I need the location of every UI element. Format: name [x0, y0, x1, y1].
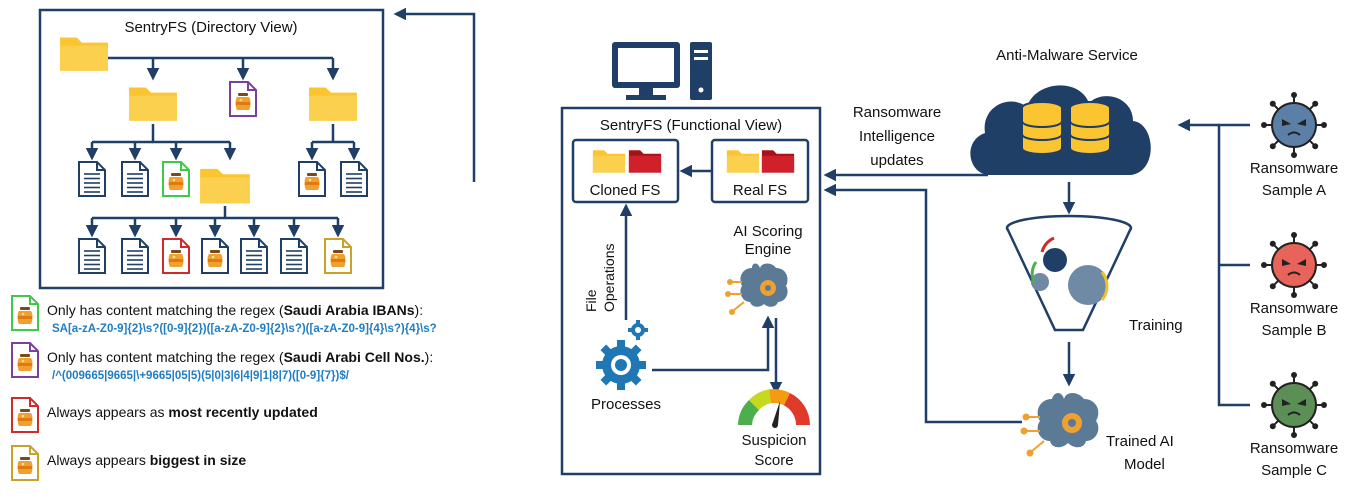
sample-label-line2: Sample C — [1261, 462, 1327, 479]
honeypot-file-icon — [162, 238, 190, 274]
document-icon — [121, 238, 149, 274]
honeypot-file-icon — [201, 238, 229, 274]
legend: Only has content matching the regex (Sau… — [11, 295, 437, 481]
legend-text: Only has content matching the regex (Sau… — [47, 349, 433, 365]
functional-view-title: SentryFS (Functional View) — [600, 117, 782, 134]
honeypot-file-icon — [11, 397, 39, 433]
functional-view-panel: SentryFS (Functional View) Cloned FS Rea… — [560, 42, 822, 476]
cloud-database-icon — [970, 85, 1151, 175]
honeypot-file-icon — [11, 342, 39, 378]
legend-item: Always appears biggest in size — [11, 445, 246, 481]
ai-scoring-label-line2: Engine — [745, 241, 792, 258]
training-label: Training — [1129, 317, 1183, 334]
directory-view-title: SentryFS (Directory View) — [124, 19, 297, 36]
legend-text: Always appears biggest in size — [47, 452, 246, 468]
virus-icon — [1261, 92, 1327, 158]
real-fs-label: Real FS — [733, 182, 787, 199]
document-icon — [240, 238, 268, 274]
sample-label-line2: Sample B — [1261, 322, 1326, 339]
legend-regex: /^(009665|9665|\+9665|05|5)(5|0|3|6|4|9|… — [52, 370, 350, 382]
legend-item: Only has content matching the regex (Sau… — [11, 295, 437, 335]
honeypot-file-icon — [298, 161, 326, 197]
gears-icon — [596, 320, 648, 390]
sample-label-line1: Ransomware — [1250, 440, 1338, 457]
virus-icon — [1261, 372, 1327, 438]
file-operations-label-line1: File — [583, 289, 599, 312]
trained-model-line2: Model — [1124, 456, 1165, 473]
document-icon — [280, 238, 308, 274]
legend-text: Always appears as most recently updated — [47, 404, 318, 420]
suspicion-score-line2: Score — [754, 452, 793, 469]
document-icon — [121, 161, 149, 197]
anti-malware-title: Anti-Malware Service — [996, 47, 1138, 64]
updates-label-line2: Intelligence — [859, 128, 935, 145]
document-icon — [78, 161, 106, 197]
honeypot-file-icon — [324, 238, 352, 274]
anti-malware-service: Anti-Malware Service Ransomware Intellig… — [823, 47, 1183, 473]
document-icon — [78, 238, 106, 274]
legend-regex: SA[a-zA-Z0-9]{2}\s?([0-9]{2})([a-zA-Z0-9… — [52, 323, 437, 335]
trained-model-line1: Trained AI — [1106, 433, 1174, 450]
honeypot-file-icon — [229, 81, 257, 117]
processes-label: Processes — [591, 396, 661, 413]
sample-label-line1: Ransomware — [1250, 300, 1338, 317]
honeypot-file-icon — [162, 161, 190, 197]
suspicion-score-line1: Suspicion — [741, 432, 806, 449]
legend-item: Only has content matching the regex (Sau… — [11, 342, 433, 382]
legend-item: Always appears as most recently updated — [11, 397, 318, 433]
cloned-fs-label: Cloned FS — [590, 182, 661, 199]
computer-icon — [612, 42, 712, 100]
directory-view-panel: SentryFS (Directory View) — [38, 8, 385, 290]
legend-text: Only has content matching the regex (Sau… — [47, 302, 423, 318]
honeypot-file-icon — [11, 445, 39, 481]
training-funnel-icon — [1005, 214, 1133, 332]
updates-label-line3: updates — [870, 152, 923, 169]
updates-label-line1: Ransomware — [853, 104, 941, 121]
document-icon — [340, 161, 368, 197]
gauge-icon — [738, 389, 810, 428]
trained-model-brain-icon — [1020, 393, 1099, 457]
honeypot-file-icon — [11, 295, 39, 331]
file-operations-label-line2: Operations — [601, 244, 617, 312]
sample-label-line2: Sample A — [1262, 182, 1326, 199]
virus-icon — [1261, 232, 1327, 298]
ai-scoring-label-line1: AI Scoring — [733, 223, 802, 240]
file-icons — [78, 81, 368, 274]
ai-brain-icon — [725, 263, 788, 315]
sample-label-line1: Ransomware — [1250, 160, 1338, 177]
